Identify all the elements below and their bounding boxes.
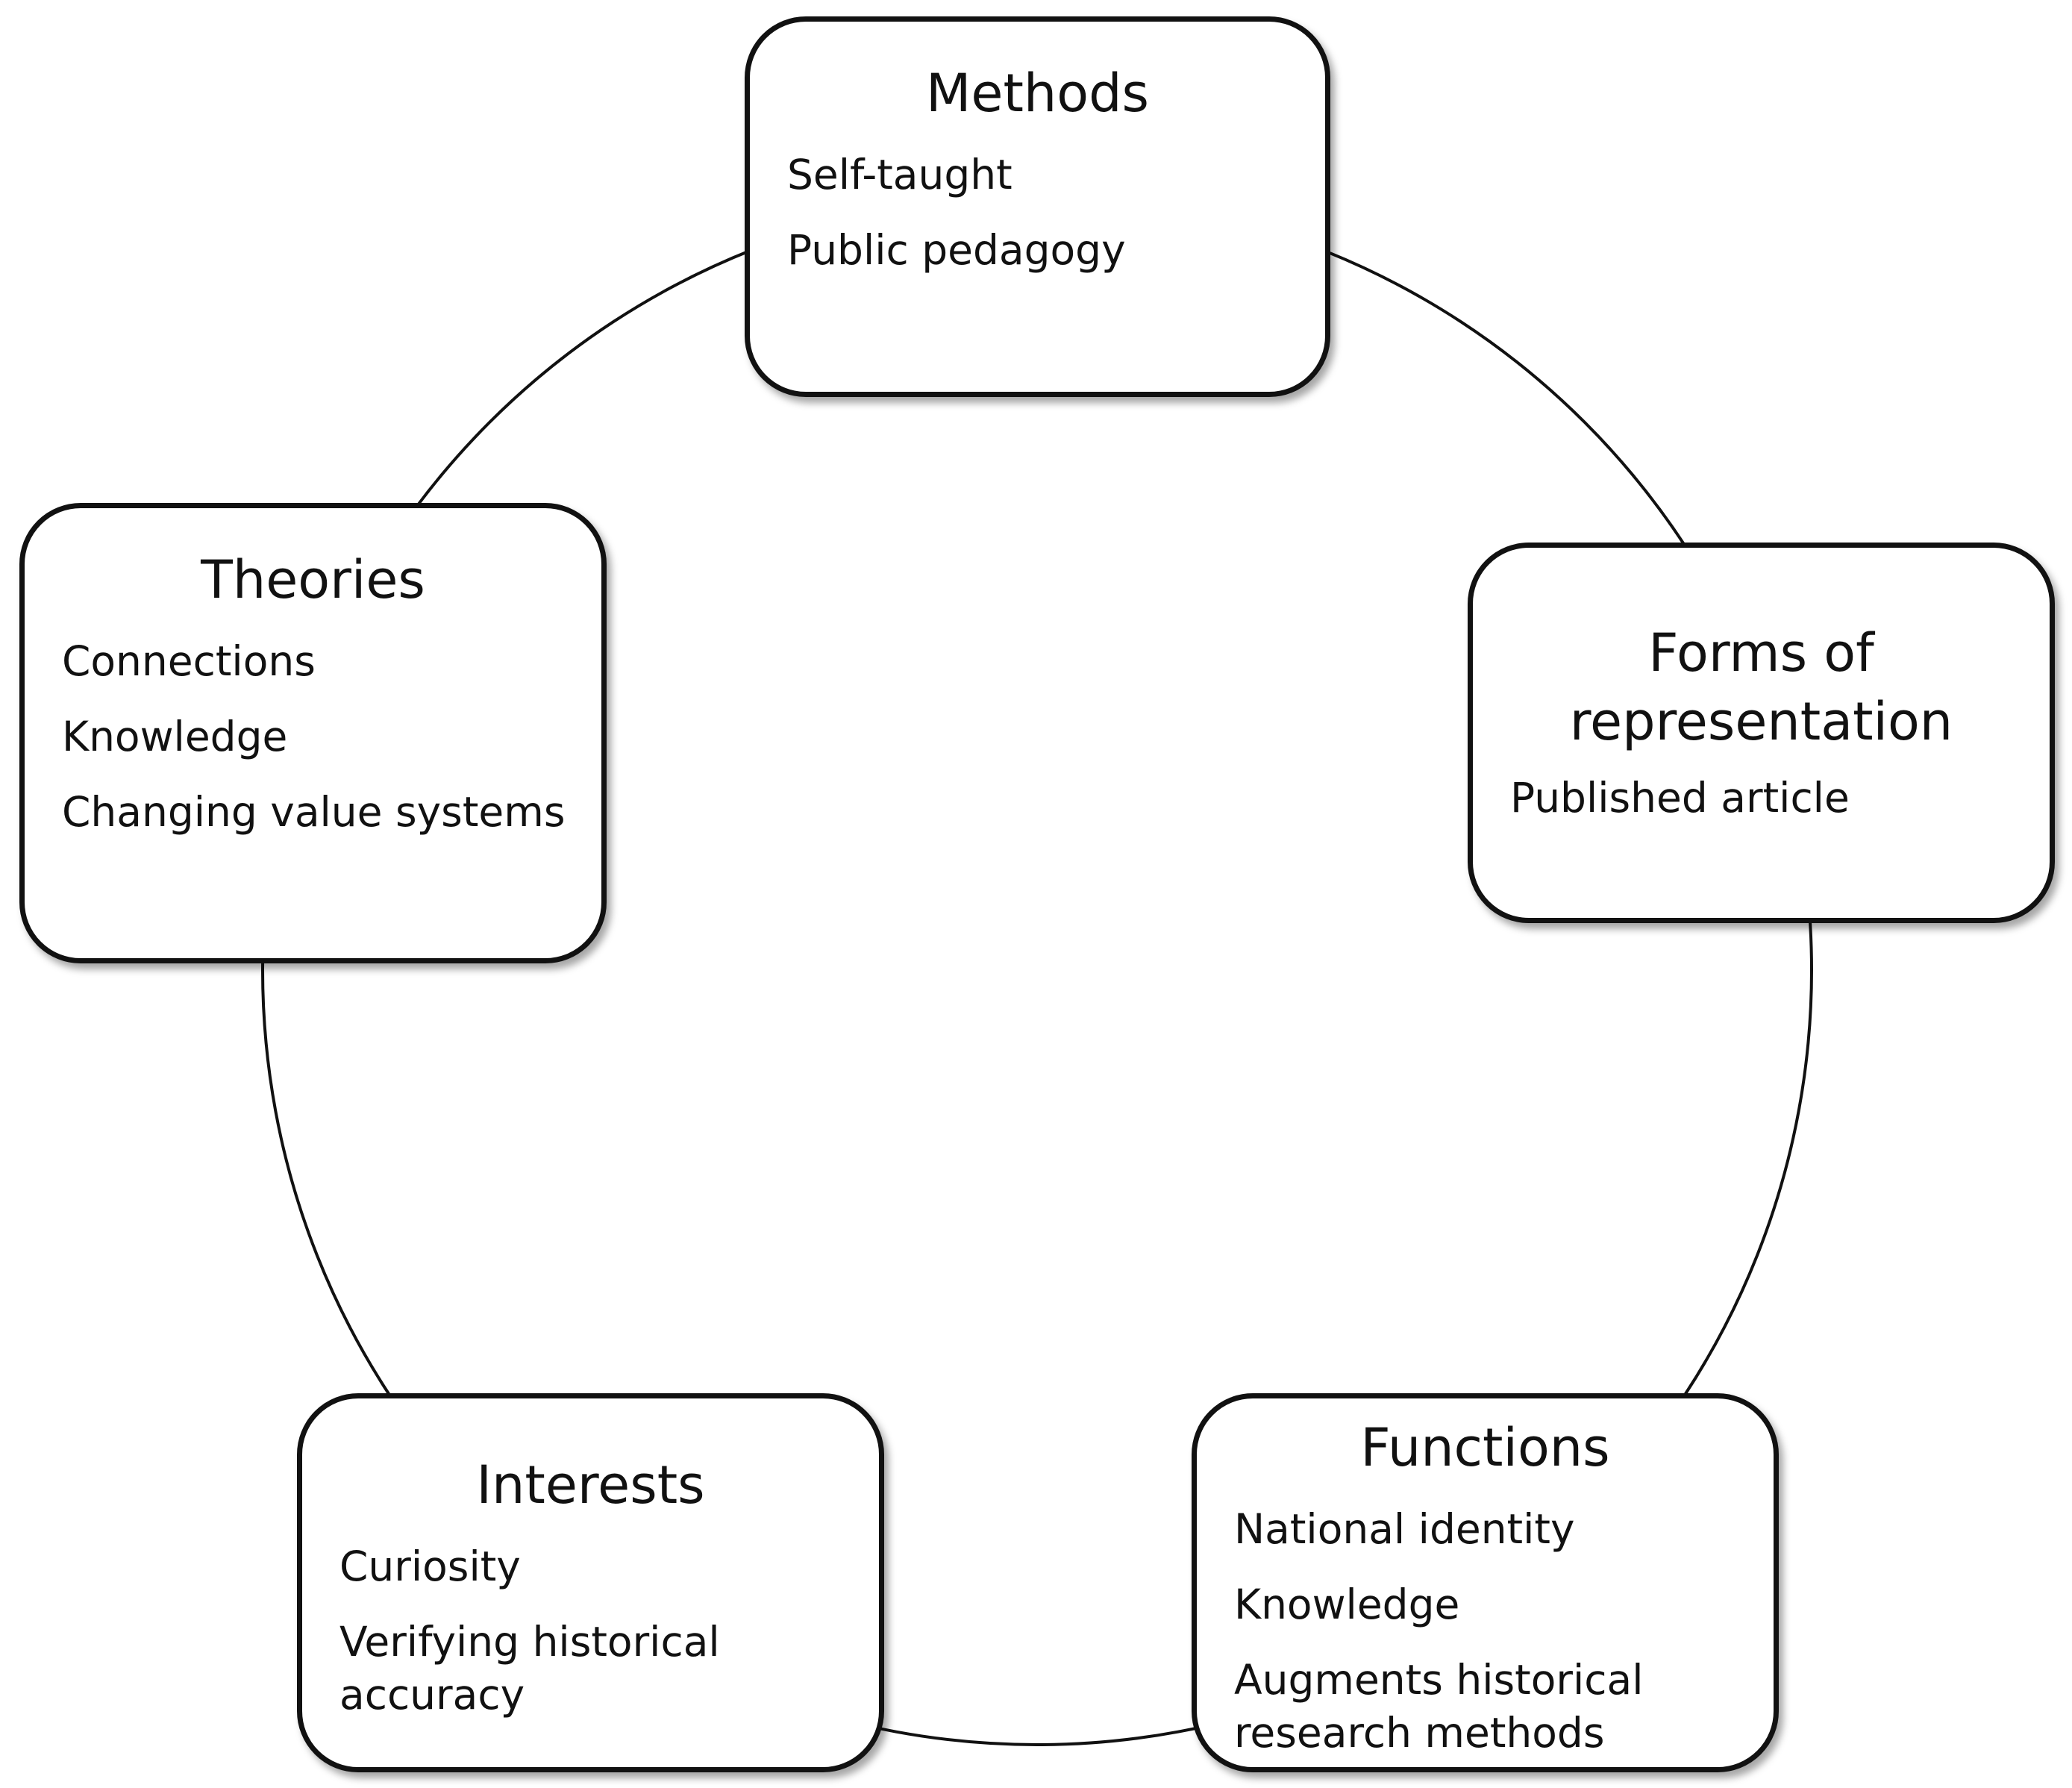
list-item: Changing value systems: [62, 788, 566, 836]
forms-of-representation-box: Forms of representation Published articl…: [1468, 543, 2055, 923]
forms-of-representation-list: Published article: [1510, 772, 2027, 847]
list-item: Curiosity: [339, 1542, 521, 1590]
functions-title: Functions: [1360, 1417, 1610, 1478]
methods-list: Self-taught Public pedagogy: [787, 149, 1303, 299]
list-item: Verifying historical accuracy: [339, 1618, 720, 1719]
list-item: National identity: [1234, 1505, 1575, 1553]
theories-list: Connections Knowledge Changing value sys…: [62, 635, 579, 861]
list-item: Augments historical research methods: [1234, 1656, 1644, 1757]
list-item: Knowledge: [62, 713, 288, 760]
theories-box: Theories Connections Knowledge Changing …: [19, 503, 607, 963]
list-item: Self-taught: [787, 151, 1012, 199]
methods-box: Methods Self-taught Public pedagogy: [745, 16, 1330, 397]
interests-list: Curiosity Verifying historical accuracy: [339, 1540, 857, 1744]
list-item: Knowledge: [1234, 1581, 1460, 1628]
forms-of-representation-title: Forms of representation: [1569, 622, 1953, 752]
theories-title: Theories: [201, 549, 425, 610]
functions-list: National identity Knowledge Augments his…: [1234, 1503, 1751, 1782]
list-item: Public pedagogy: [787, 226, 1126, 274]
functions-box: Functions National identity Knowledge Au…: [1192, 1393, 1779, 1772]
methods-title: Methods: [925, 63, 1149, 124]
list-item: Published article: [1510, 774, 1850, 822]
list-item: Connections: [62, 637, 316, 685]
interests-title: Interests: [476, 1454, 705, 1516]
interests-box: Interests Curiosity Verifying historical…: [297, 1393, 884, 1772]
